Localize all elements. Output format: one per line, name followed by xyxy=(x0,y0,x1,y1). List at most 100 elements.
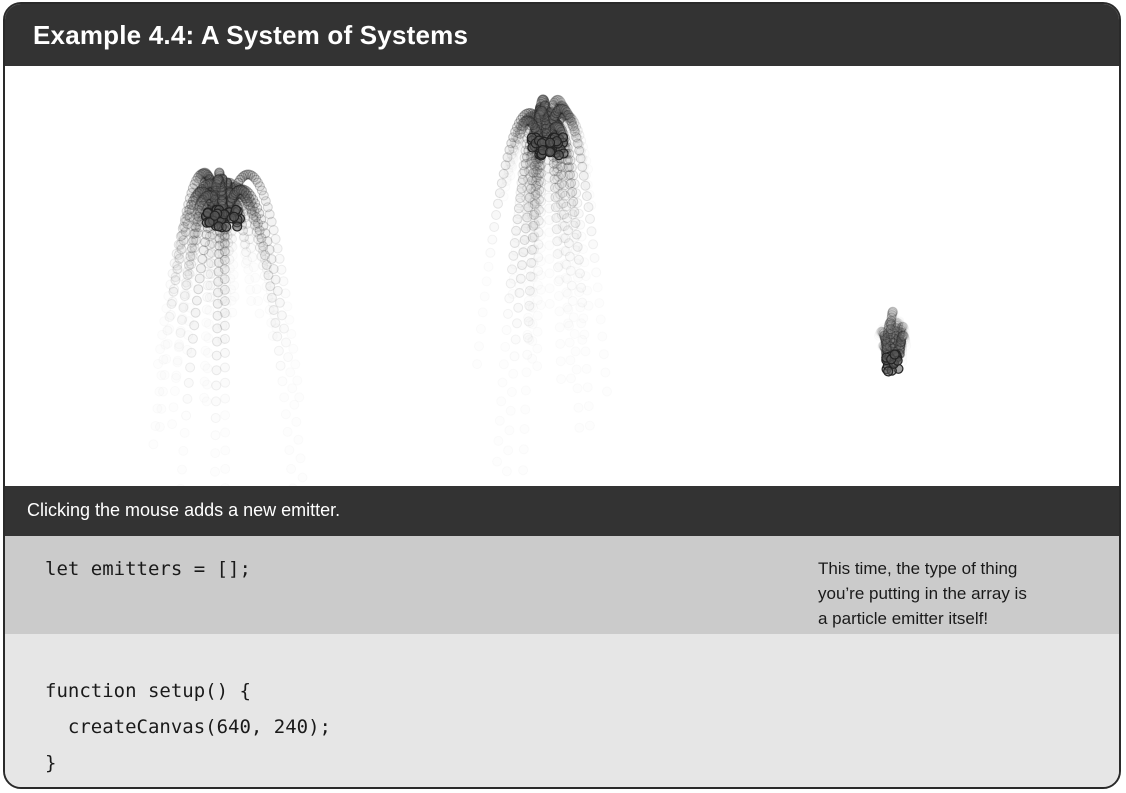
particle xyxy=(545,255,554,264)
particle xyxy=(215,176,226,187)
particle xyxy=(217,185,228,196)
particle xyxy=(204,348,213,357)
particle xyxy=(193,177,204,188)
particle xyxy=(199,192,210,203)
particle xyxy=(567,187,578,197)
particle xyxy=(172,260,183,271)
particle xyxy=(221,394,230,403)
particle xyxy=(217,244,228,255)
particle xyxy=(199,198,210,209)
particle xyxy=(205,280,216,291)
particle xyxy=(181,280,192,291)
particle xyxy=(211,191,222,201)
particle xyxy=(186,199,197,210)
particle xyxy=(206,196,217,207)
particle xyxy=(183,244,192,253)
particle xyxy=(218,197,229,208)
particle xyxy=(233,195,244,206)
particle xyxy=(256,214,267,225)
particle xyxy=(210,185,220,196)
particle xyxy=(189,320,200,331)
particle xyxy=(213,187,223,198)
particle xyxy=(501,182,510,191)
particle xyxy=(266,216,277,227)
particle xyxy=(554,292,563,301)
particle xyxy=(586,226,597,237)
particle xyxy=(528,337,537,346)
particle xyxy=(219,308,230,318)
particle xyxy=(195,193,206,204)
particle xyxy=(528,320,537,329)
particle xyxy=(200,183,211,194)
particle xyxy=(196,188,207,199)
particle xyxy=(276,264,287,275)
particle xyxy=(222,196,233,207)
particle xyxy=(501,342,510,351)
particle xyxy=(266,292,277,303)
particle xyxy=(203,380,212,389)
particle xyxy=(254,225,265,236)
particle xyxy=(243,199,254,210)
particle xyxy=(598,332,607,341)
particle xyxy=(232,191,242,201)
particle xyxy=(212,178,223,189)
particle xyxy=(217,174,228,185)
particle xyxy=(217,191,228,202)
particle-systems-drawing xyxy=(151,94,911,466)
particle xyxy=(211,183,222,194)
particle xyxy=(209,190,220,201)
particle xyxy=(530,175,541,186)
particle xyxy=(227,190,238,201)
particle xyxy=(188,196,199,207)
particle xyxy=(188,229,199,239)
particle xyxy=(219,246,230,257)
particle xyxy=(171,248,182,259)
particle xyxy=(205,177,216,187)
particle xyxy=(270,274,281,285)
particle xyxy=(214,191,225,202)
particle xyxy=(212,188,223,199)
note-line: you’re putting in the array is xyxy=(818,584,1027,603)
particle xyxy=(558,198,569,209)
particle xyxy=(209,241,220,252)
particle xyxy=(237,189,247,200)
particle xyxy=(221,411,230,420)
particle xyxy=(582,364,591,373)
particle xyxy=(220,181,231,192)
code-line-create-canvas: createCanvas(640, 240); xyxy=(45,716,331,738)
particle xyxy=(241,247,252,257)
particle xyxy=(237,185,248,196)
particle xyxy=(235,174,246,185)
particle xyxy=(204,190,215,201)
particle xyxy=(493,457,502,466)
particle xyxy=(260,250,270,261)
particle xyxy=(184,193,195,204)
particle xyxy=(207,189,218,200)
particle xyxy=(217,187,228,198)
particle xyxy=(184,268,195,279)
particle xyxy=(151,422,160,431)
particle xyxy=(233,177,244,188)
particle xyxy=(217,194,228,205)
particle xyxy=(210,182,221,193)
particle xyxy=(230,190,241,201)
particle xyxy=(240,188,251,199)
particle xyxy=(497,397,506,406)
particle xyxy=(209,182,220,193)
particle xyxy=(204,175,215,186)
particle xyxy=(229,185,240,196)
particle xyxy=(208,186,219,197)
particle xyxy=(187,250,198,261)
particle xyxy=(223,183,234,194)
particle xyxy=(216,189,226,200)
particle xyxy=(473,360,482,369)
particle xyxy=(219,296,230,307)
particle xyxy=(196,169,207,180)
particle xyxy=(502,173,511,182)
particle xyxy=(521,246,530,255)
particle xyxy=(229,189,240,199)
sketch-canvas[interactable] xyxy=(5,66,1119,486)
particle xyxy=(204,184,215,195)
particle xyxy=(593,283,602,292)
particle xyxy=(192,204,203,215)
